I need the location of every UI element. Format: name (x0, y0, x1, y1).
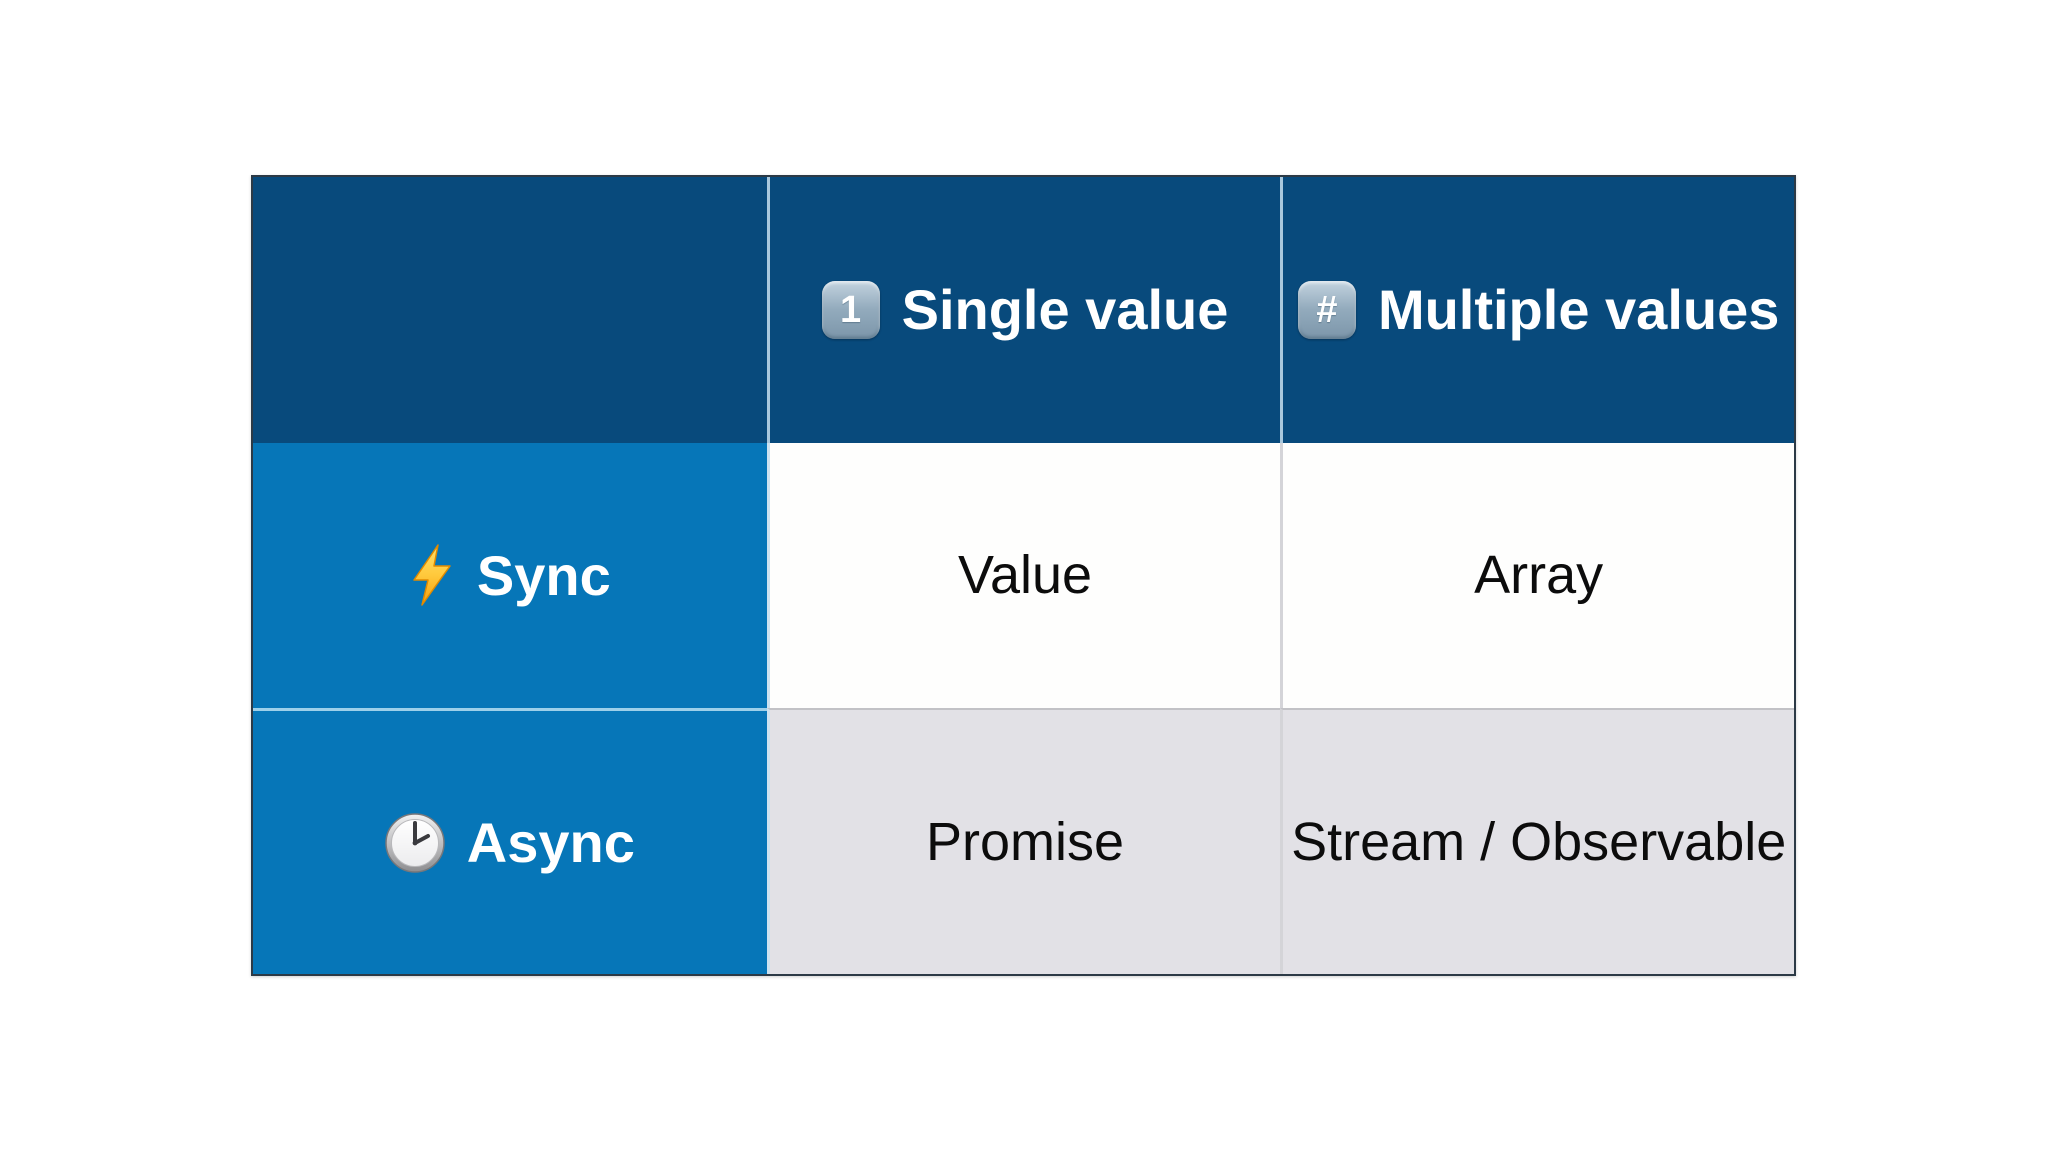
column-header-multiple-values: # Multiple values (1280, 177, 1794, 443)
lightning-icon (413, 544, 451, 607)
corner-cell (253, 177, 767, 443)
row-header-label: Async (466, 811, 635, 875)
cell-value: Array (1474, 545, 1604, 606)
cell-value: Stream / Observable (1291, 812, 1787, 873)
cell-value: Promise (925, 812, 1125, 873)
column-header-label: Multiple values (1377, 278, 1780, 342)
cell-async-multiple: Stream / Observable (1280, 708, 1794, 974)
cell-async-single: Promise (766, 708, 1281, 974)
keycap-1-icon: 1 (821, 280, 880, 339)
cell-sync-single: Value (766, 442, 1281, 709)
column-header-single-value: 1 Single value (766, 177, 1281, 443)
row-header-async: Async (253, 708, 767, 974)
row-header-label: Sync (476, 543, 611, 607)
cell-sync-multiple: Array (1280, 442, 1794, 709)
row-header-sync: Sync (253, 442, 767, 709)
comparison-table: 1 Single value # Multiple values Sync (251, 175, 1796, 976)
column-header-label: Single value (901, 278, 1229, 342)
clock-icon (385, 812, 445, 873)
cell-value: Value (957, 545, 1093, 606)
keycap-hash-icon: # (1297, 280, 1356, 339)
